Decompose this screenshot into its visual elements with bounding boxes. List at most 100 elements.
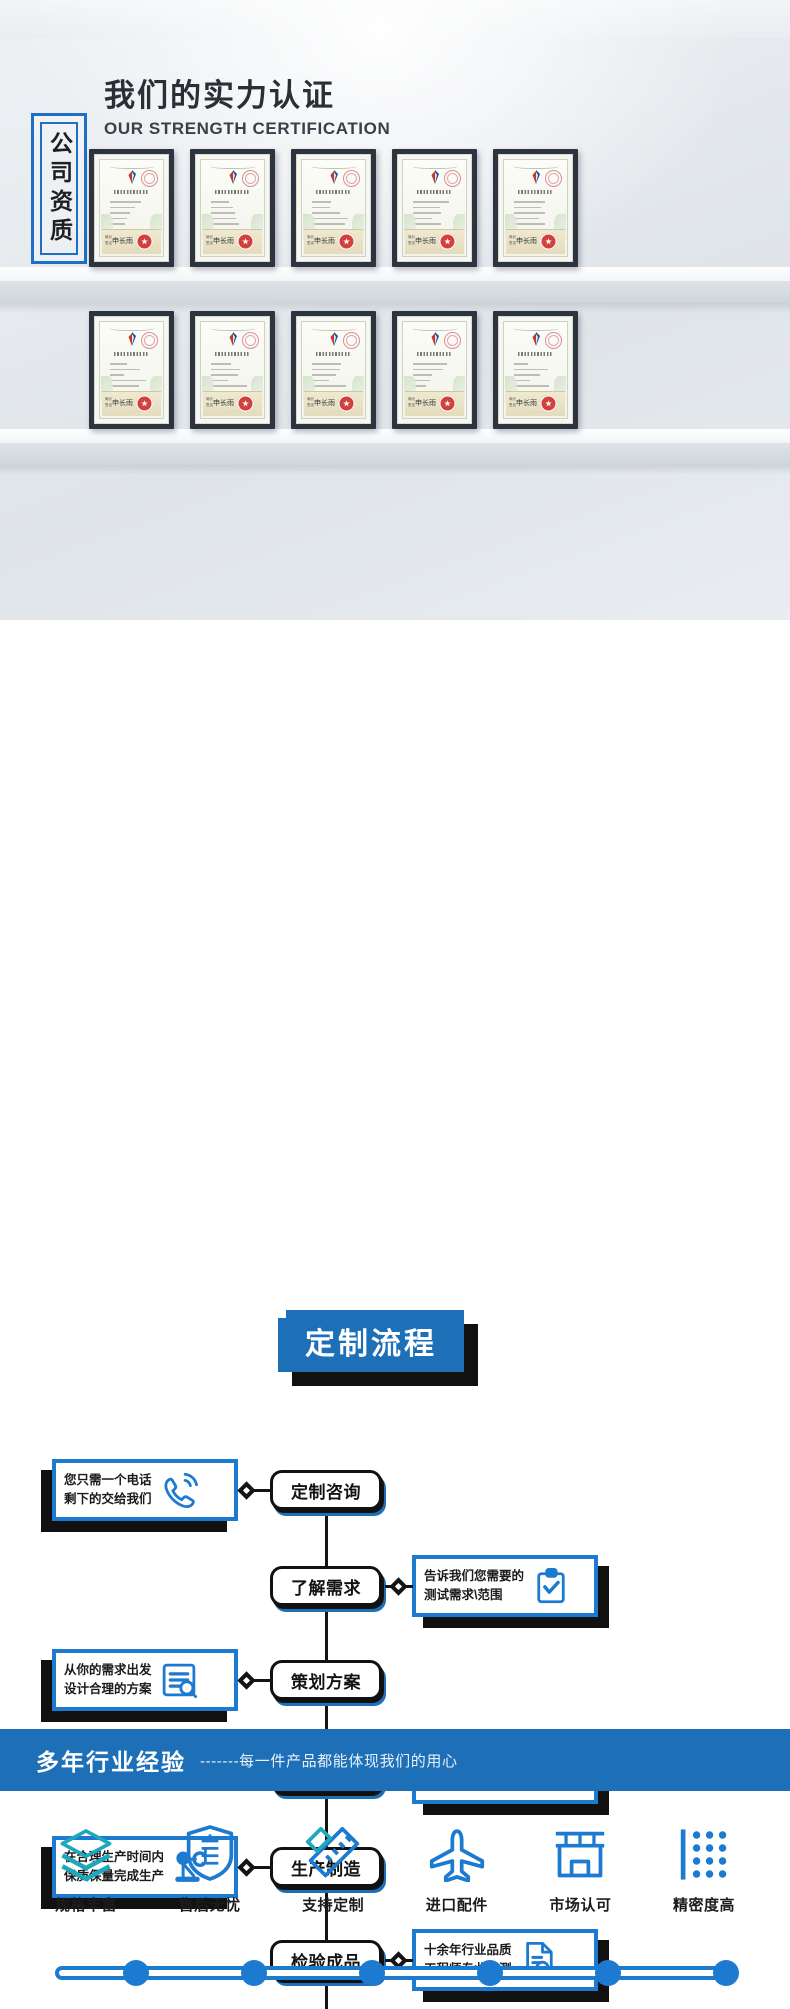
- certificate-frame[interactable]: 局长签名申长雨· · · ·: [190, 149, 275, 267]
- certificate-ornament: [311, 162, 357, 169]
- patent-logo-icon: [326, 331, 341, 347]
- certificate-frame[interactable]: 局长签名申长雨· · · ·: [89, 311, 174, 429]
- certificate-frame[interactable]: 局长签名申长雨· · · ·: [190, 311, 275, 429]
- flow-card-text: 告诉我们您需要的测试需求\范围: [424, 1567, 524, 1605]
- certificate-band: 局长签名申长雨· · · ·: [405, 229, 464, 254]
- flow-card-3[interactable]: 从你的需求出发设计合理的方案: [52, 1649, 238, 1711]
- layers-icon: [57, 1820, 115, 1882]
- feature-label: 售后无忧: [179, 1894, 241, 1915]
- certificate-frame[interactable]: 局长签名申长雨· · · ·: [89, 149, 174, 267]
- certificate-band: 局长签名申长雨· · · ·: [304, 391, 363, 416]
- flow-step-2[interactable]: 了解需求: [270, 1566, 382, 1606]
- certificate-caption: [518, 190, 553, 194]
- certificate-signature: 申长雨: [112, 398, 133, 408]
- certificate-frame[interactable]: 局长签名申长雨· · · ·: [392, 149, 477, 267]
- certificate-caption: [316, 190, 351, 194]
- feature-item-1[interactable]: 规格丰富: [34, 1820, 138, 1915]
- feature-item-5[interactable]: 市场认可: [528, 1820, 632, 1915]
- certificate-ornament: [412, 324, 458, 331]
- certificate-ornament: [210, 162, 256, 169]
- certificate-ornament: [109, 324, 155, 331]
- rail-dot-3: [359, 1960, 385, 1986]
- certificate-signature: 申长雨: [112, 236, 133, 246]
- flow-card-text: 从你的需求出发设计合理的方案: [64, 1661, 152, 1699]
- certificate-ornament: [210, 324, 256, 331]
- certificate-caption: [417, 190, 452, 194]
- page-title: 我们的实力认证: [104, 78, 390, 114]
- patent-logo-icon: [225, 331, 240, 347]
- flow-step-3[interactable]: 策划方案: [270, 1660, 382, 1700]
- feature-rail: [55, 1960, 735, 1986]
- patent-logo-icon: [225, 169, 240, 185]
- feature-item-4[interactable]: 进口配件: [405, 1820, 509, 1915]
- certificate-band: 局长签名申长雨· · · ·: [203, 229, 262, 254]
- precision-dots-icon: [678, 1820, 730, 1882]
- flow-card-2[interactable]: 告诉我们您需要的测试需求\范围: [412, 1555, 598, 1617]
- certificate-frame[interactable]: 局长签名申长雨· · · ·: [493, 311, 578, 429]
- shelf-2-face: [0, 443, 790, 465]
- feature-label: 进口配件: [426, 1894, 488, 1915]
- certificate-band: 局长签名申长雨· · · ·: [506, 229, 565, 254]
- patent-logo-icon: [124, 169, 139, 185]
- airplane-icon: [428, 1820, 486, 1882]
- flow-step-label: 了解需求: [291, 1574, 361, 1599]
- experience-banner-sub: -------每一件产品都能体现我们的用心: [200, 1750, 458, 1771]
- experience-banner-main: 多年行业经验: [36, 1743, 186, 1777]
- certificate-ornament: [412, 162, 458, 169]
- feature-label: 市场认可: [549, 1894, 611, 1915]
- certificate-caption: [114, 190, 149, 194]
- patent-logo-icon: [326, 169, 341, 185]
- flow-card-text: 您只需一个电话剩下的交给我们: [64, 1471, 152, 1509]
- patent-logo-icon: [427, 331, 442, 347]
- rail-dot-2: [241, 1960, 267, 1986]
- phone-ring-icon: [158, 1469, 200, 1511]
- company-qualification-badge: 公司资质: [31, 113, 87, 264]
- certificate-frame[interactable]: 局长签名申长雨· · · ·: [392, 311, 477, 429]
- flow-title-banner: 定制流程: [278, 1310, 464, 1372]
- certificate-ornament: [311, 324, 357, 331]
- shield-sale-icon: [184, 1820, 236, 1882]
- certificate-signature: 申长雨: [415, 236, 436, 246]
- certificate-frame[interactable]: 局长签名申长雨· · · ·: [291, 149, 376, 267]
- feature-item-2[interactable]: 售后无忧: [158, 1820, 262, 1915]
- feature-item-3[interactable]: 支持定制: [281, 1820, 385, 1915]
- flow-connector-diamond-1: [237, 1481, 255, 1499]
- flow-step-label: 策划方案: [291, 1668, 361, 1693]
- ruler-pencil-icon: [305, 1820, 361, 1882]
- feature-label: 精密度高: [673, 1894, 735, 1915]
- flow-connector-diamond-3: [237, 1671, 255, 1689]
- certificate-ornament: [513, 162, 559, 169]
- flow-connector-diamond-2: [389, 1577, 407, 1595]
- shelf-1-face: [0, 281, 790, 303]
- certification-section: 我们的实力认证 OUR STRENGTH CERTIFICATION 公司资质 …: [0, 0, 790, 620]
- certificate-caption: [215, 190, 250, 194]
- certificate-caption: [114, 352, 149, 356]
- certificate-frame[interactable]: 局长签名申长雨· · · ·: [493, 149, 578, 267]
- certification-heading: 我们的实力认证 OUR STRENGTH CERTIFICATION: [104, 78, 390, 139]
- feature-label: 规格丰富: [55, 1894, 117, 1915]
- certificate-band: 局长签名申长雨· · · ·: [304, 229, 363, 254]
- certificate-frame[interactable]: 局长签名申长雨· · · ·: [291, 311, 376, 429]
- certificate-signature: 申长雨: [314, 398, 335, 408]
- certificate-caption: [215, 352, 250, 356]
- experience-banner: 多年行业经验 -------每一件产品都能体现我们的用心: [0, 1729, 790, 1791]
- certificate-band: 局长签名申长雨· · · ·: [102, 391, 161, 416]
- flow-step-label: 定制咨询: [291, 1478, 361, 1503]
- document-search-icon: [158, 1659, 200, 1701]
- flow-step-1[interactable]: 定制咨询: [270, 1470, 382, 1510]
- patent-logo-icon: [528, 169, 543, 185]
- certificate-band: 局长签名申长雨· · · ·: [102, 229, 161, 254]
- certificate-signature: 申长雨: [415, 398, 436, 408]
- certificate-signature: 申长雨: [516, 398, 537, 408]
- certificate-ornament: [513, 324, 559, 331]
- rail-dot-5: [595, 1960, 621, 1986]
- certificate-signature: 申长雨: [314, 236, 335, 246]
- flow-card-1[interactable]: 您只需一个电话剩下的交给我们: [52, 1459, 238, 1521]
- certificate-band: 局长签名申长雨· · · ·: [506, 391, 565, 416]
- rail-line: [55, 1966, 735, 1980]
- certificate-band: 局长签名申长雨· · · ·: [203, 391, 262, 416]
- feature-item-6[interactable]: 精密度高: [652, 1820, 756, 1915]
- certificate-caption: [518, 352, 553, 356]
- certificate-row-2: 局长签名申长雨· · · · 局长签名申长雨· · · · 局长签名申长雨· · ·…: [89, 311, 578, 429]
